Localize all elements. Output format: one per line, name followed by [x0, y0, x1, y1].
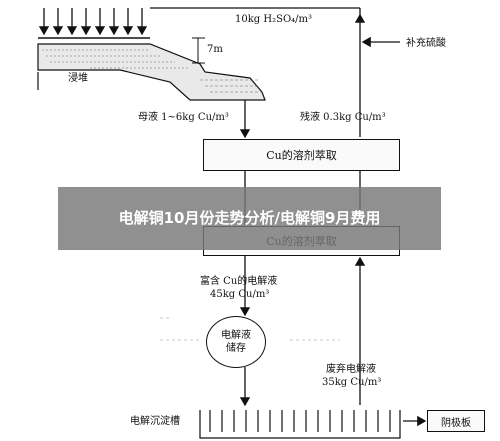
rich-electrolyte-label-2: 45kg Cu/m³ [210, 289, 270, 300]
electrowinning-cell [199, 410, 401, 439]
spent-electrolyte-label-2: 35kg Cu/m³ [322, 377, 382, 388]
cathode-box: 阴极板 [427, 410, 485, 432]
storage-label-1: 电解液 [221, 330, 251, 341]
raffinate-label: 残液 0.3kg Cu/m³ [300, 112, 386, 123]
banner-title[interactable]: 电解铜10月份走势分析/电解铜9月费用 [118, 209, 381, 227]
pregnant-liquor-label: 母液 1~6kg Cu/m³ [138, 112, 229, 123]
makeup-acid-label: 补充硫酸 [406, 38, 446, 49]
height-label: 7m [207, 44, 223, 55]
heap-shape [37, 43, 266, 101]
title-banner[interactable]: 电解铜10月份走势分析/电解铜9月费用 [58, 187, 441, 250]
spray-arrows [38, 8, 148, 36]
rich-electrolyte-label-1: 富含 Cu的电解液 [200, 276, 278, 287]
spent-electrolyte-label-1: 废弃电解液 [326, 364, 376, 375]
electrowinning-label: 电解沉淀槽 [130, 416, 180, 427]
heap-label: 浸堆 [68, 73, 88, 84]
extraction-box: Cu的溶剂萃取 [203, 139, 400, 171]
electrolyte-storage-tank: 电解液 储存 [206, 316, 266, 368]
top-concentration-label: 10kg H₂SO₄/m³ [235, 14, 313, 25]
storage-label-2: 储存 [226, 343, 246, 354]
